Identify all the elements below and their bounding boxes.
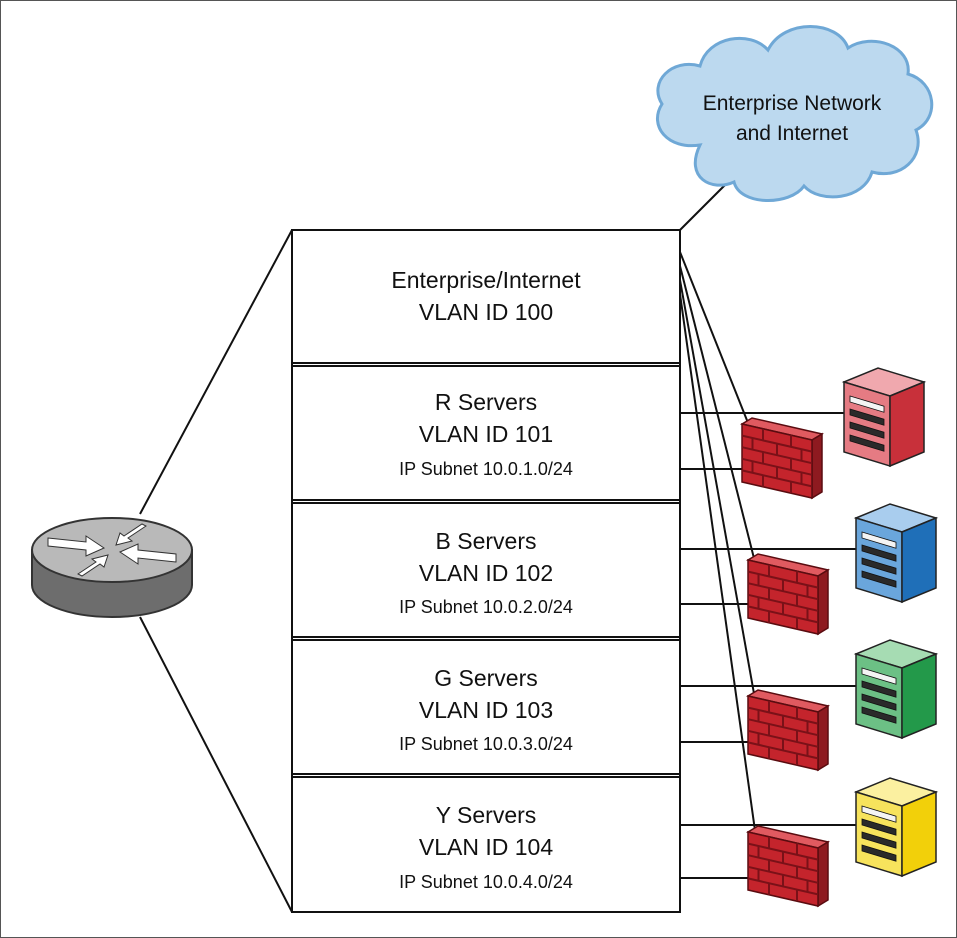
vlan-panel-name: R Servers <box>435 389 537 415</box>
vlan-panel-id: VLAN ID 104 <box>419 834 553 860</box>
server-icon <box>853 639 939 740</box>
firewall-icon <box>746 689 830 772</box>
vlan-panel-id: VLAN ID 101 <box>419 421 553 447</box>
server-icon <box>841 367 927 468</box>
uplink-line-fw-b <box>679 265 761 583</box>
vlan-panel-g: G Servers VLAN ID 103 IP Subnet 10.0.3.0… <box>291 639 681 775</box>
vlan-panel-r: R Servers VLAN ID 101 IP Subnet 10.0.1.0… <box>291 365 681 501</box>
vlan-panel-subnet: IP Subnet 10.0.2.0/24 <box>399 597 573 617</box>
vlan-panel-enterprise: Enterprise/Internet VLAN ID 100 <box>291 229 681 364</box>
uplink-line-fw-g <box>679 279 759 717</box>
switch-to-cloud-line <box>679 183 727 231</box>
vlan-panel-name: B Servers <box>436 528 537 554</box>
switch-stack: Enterprise/Internet VLAN ID 100 R Server… <box>291 229 681 913</box>
cloud-icon: Enterprise Network and Internet <box>656 25 934 202</box>
firewalls <box>740 417 830 908</box>
vlan-panel-subnet: IP Subnet 10.0.1.0/24 <box>399 459 573 479</box>
firewall-icon <box>740 417 824 500</box>
vlan-panel-y: Y Servers VLAN ID 104 IP Subnet 10.0.4.0… <box>291 776 681 913</box>
vlan-panel-subnet: IP Subnet 10.0.3.0/24 <box>399 734 573 754</box>
router-icon <box>31 517 193 618</box>
router-to-switch-bottom-line <box>139 616 293 913</box>
firewall-icon <box>746 825 830 908</box>
server-icon <box>853 503 939 604</box>
vlan-panel-name: Y Servers <box>436 802 537 828</box>
servers <box>841 367 939 878</box>
vlan-panel-subnet: IP Subnet 10.0.4.0/24 <box>399 872 573 892</box>
vlan-panel-id: VLAN ID 100 <box>419 299 553 325</box>
vlan-panel-id: VLAN ID 103 <box>419 697 553 723</box>
vlan-panel-name: G Servers <box>434 665 538 691</box>
server-icon <box>853 777 939 878</box>
uplink-line-fw-r <box>679 251 759 449</box>
connection-lines <box>139 183 856 913</box>
cloud-label-line-2: and Internet <box>736 122 848 145</box>
router-to-switch-top-line <box>139 229 293 515</box>
cloud-label-line-1: Enterprise Network <box>703 92 882 115</box>
firewall-icon <box>746 553 830 636</box>
vlan-panel-id: VLAN ID 102 <box>419 560 553 586</box>
vlan-panel-name: Enterprise/Internet <box>391 267 581 293</box>
uplink-line-fw-y <box>679 293 759 853</box>
vlan-panel-b: B Servers VLAN ID 102 IP Subnet 10.0.2.0… <box>291 502 681 638</box>
